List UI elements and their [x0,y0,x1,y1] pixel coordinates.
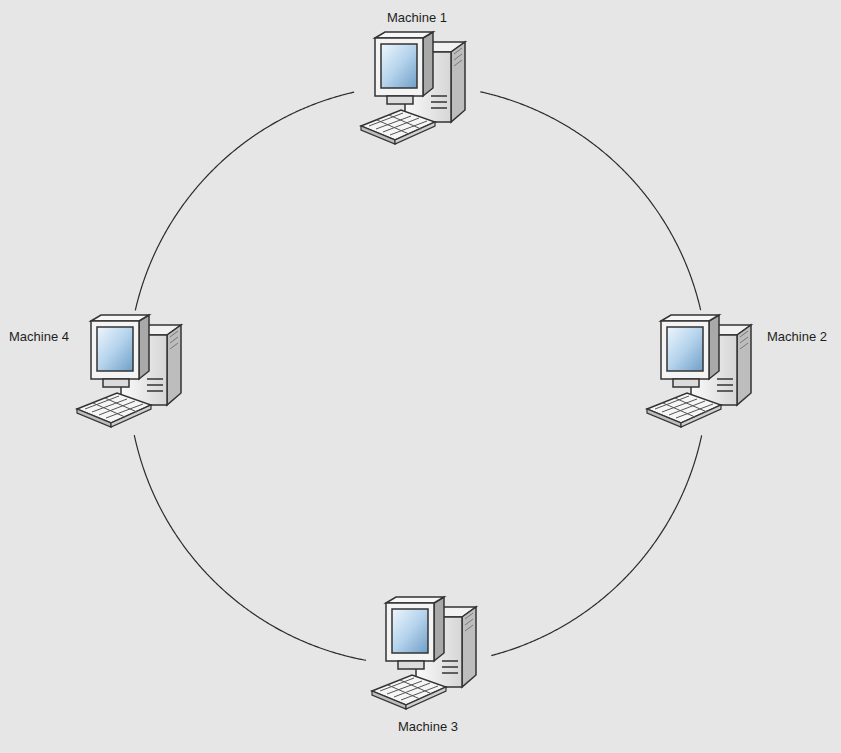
computer-icon-shape [361,32,465,144]
computer-icon-shape [372,597,476,709]
machine-label: Machine 2 [767,313,827,345]
machine-label: Machine 3 [398,719,458,735]
machine-node: Machine 3 [368,595,488,735]
ring-link [135,92,354,310]
machine-node: Machine 1 [357,10,477,150]
machine-label: Machine 1 [387,10,447,26]
ring-link [491,435,701,655]
ring-link [134,435,366,660]
computer-icon-shape [77,315,181,427]
computer-icon-shape [647,315,751,427]
machine-label: Machine 4 [9,313,69,345]
computer-icon [73,313,193,433]
computer-icon [368,595,488,715]
ring-link [480,92,700,310]
computer-icon [357,30,477,150]
computer-icon [643,313,763,433]
machine-node: Machine 4 [9,313,193,433]
machine-node: Machine 2 [643,313,827,433]
